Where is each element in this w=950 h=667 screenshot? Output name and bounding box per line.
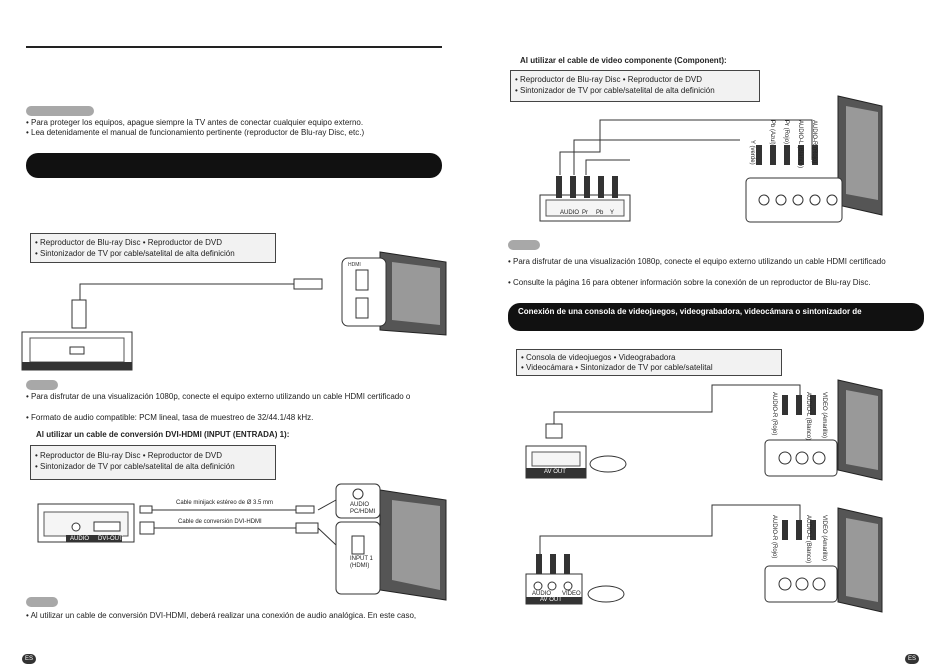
hdmi-device-line-1: • Reproductor de Blu-ray Disc • Reproduc…	[35, 238, 223, 247]
tv-comp-label-audio-r: AUDIO-R (Rojo)	[811, 120, 817, 164]
tv-av-label-video-1: VIDEO (Amarillo)	[821, 392, 827, 439]
tv-av-label-video-2: VIDEO (Amarillo)	[821, 515, 827, 562]
tv-comp-label-audio-l: AUDIO-L (Blanco)	[797, 120, 803, 169]
left-top-rule	[26, 46, 442, 48]
component-device-box: • Reproductor de Blu-ray Disc • Reproduc…	[510, 70, 760, 102]
tv-av-label-audio-l-2: AUDIO-L (Blanco)	[805, 515, 811, 564]
tv-input1-label: INPUT 1(HDMI)	[350, 556, 373, 569]
hdmi-device-box: • Reproductor de Blu-ray Disc • Reproduc…	[30, 233, 276, 263]
tv-hdmi-diagram: HDMI	[341, 251, 447, 336]
comp-label-pr: Pr	[582, 210, 588, 216]
dvi-device-diagram	[37, 503, 135, 543]
right-section-bar: Conexión de una consola de videojuegos, …	[508, 303, 924, 331]
right-note-2: • Consulte la página 16 para obtener inf…	[508, 278, 871, 287]
dev-dviout-label: DVI-OUT	[98, 536, 123, 542]
console-device-line-1: • Consola de videojuegos • Videograbador…	[521, 353, 676, 362]
component-device-line-1: • Reproductor de Blu-ray Disc • Reproduc…	[515, 75, 703, 84]
av-out-label-1: AV OUT	[544, 469, 566, 475]
left-section-bar	[26, 153, 442, 178]
tv-comp-label-pb: Pb (Azul)	[769, 120, 775, 145]
right-page-badge-text: ES	[907, 656, 916, 662]
comp-label-y: Y	[610, 210, 615, 216]
precaution-label	[26, 106, 94, 116]
right-section-bar-text: Conexión de una consola de videojuegos, …	[518, 307, 862, 316]
svg-text:HDMI: HDMI	[348, 262, 361, 268]
left-page-badge: ES	[22, 654, 36, 664]
left-note-3: • Al utilizar un cable de conversión DVI…	[26, 611, 417, 620]
dvi-device-box: • Reproductor de Blu-ray Disc • Reproduc…	[30, 445, 276, 480]
tv-av-label-audio-l-1: AUDIO-L (Blanco)	[805, 392, 811, 441]
right-note-1: • Para disfrutar de una visualización 10…	[508, 257, 886, 266]
hdmi-device-line-2: • Sintonizador de TV por cable/satelital…	[35, 249, 235, 258]
console-device-box: • Consola de videojuegos • Videograbador…	[516, 349, 782, 376]
dev-audio-label: AUDIO	[70, 536, 90, 542]
av-out-audio-label: AUDIO	[532, 591, 552, 597]
console-device-line-2: • Videocámara • Sintonizador de TV por c…	[521, 363, 713, 372]
cable-minijack-label: Cable minijack estéreo de Ø 3.5 mm	[176, 500, 274, 506]
av-out-label-2: AV OUT	[540, 597, 562, 603]
tv-av-label-audio-r-2: AUDIO-R (Rojo)	[771, 515, 777, 559]
note-label-1	[26, 380, 58, 390]
left-note-2: • Formato de audio compatible: PCM linea…	[26, 413, 314, 422]
precaution-bullet-2: • Lea detenidamente el manual de funcion…	[26, 128, 365, 137]
tv-av-label-audio-r-1: AUDIO-R (Rojo)	[771, 392, 777, 436]
comp-label-audio: AUDIO	[560, 210, 580, 216]
dvi-device-line-2: • Sintonizador de TV por cable/satelital…	[35, 462, 235, 471]
component-heading: Al utilizar el cable de video componente…	[520, 56, 727, 65]
cable-dvi-label: Cable de conversión DVI-HDMI	[178, 519, 262, 525]
tv-comp-label-y: Y (verde)	[749, 140, 755, 165]
note-label-2	[26, 597, 58, 607]
dvi-device-line-1: • Reproductor de Blu-ray Disc • Reproduc…	[35, 451, 223, 460]
left-page-badge-text: ES	[24, 656, 33, 662]
dvi-heading: Al utilizar un cable de conversión DVI-H…	[36, 430, 290, 439]
tv-comp-label-pr: Pr (Rojo)	[783, 120, 789, 145]
left-note-1: • Para disfrutar de una visualización 10…	[26, 392, 411, 401]
precaution-bullet-1: • Para proteger los equipos, apague siem…	[26, 118, 364, 127]
component-device-line-2: • Sintonizador de TV por cable/satelital…	[515, 86, 715, 95]
right-page-badge: ES	[905, 654, 919, 664]
note-label-right	[508, 240, 540, 250]
comp-label-pb: Pb	[596, 210, 604, 216]
av-out-video-label: VIDEO	[562, 591, 581, 597]
